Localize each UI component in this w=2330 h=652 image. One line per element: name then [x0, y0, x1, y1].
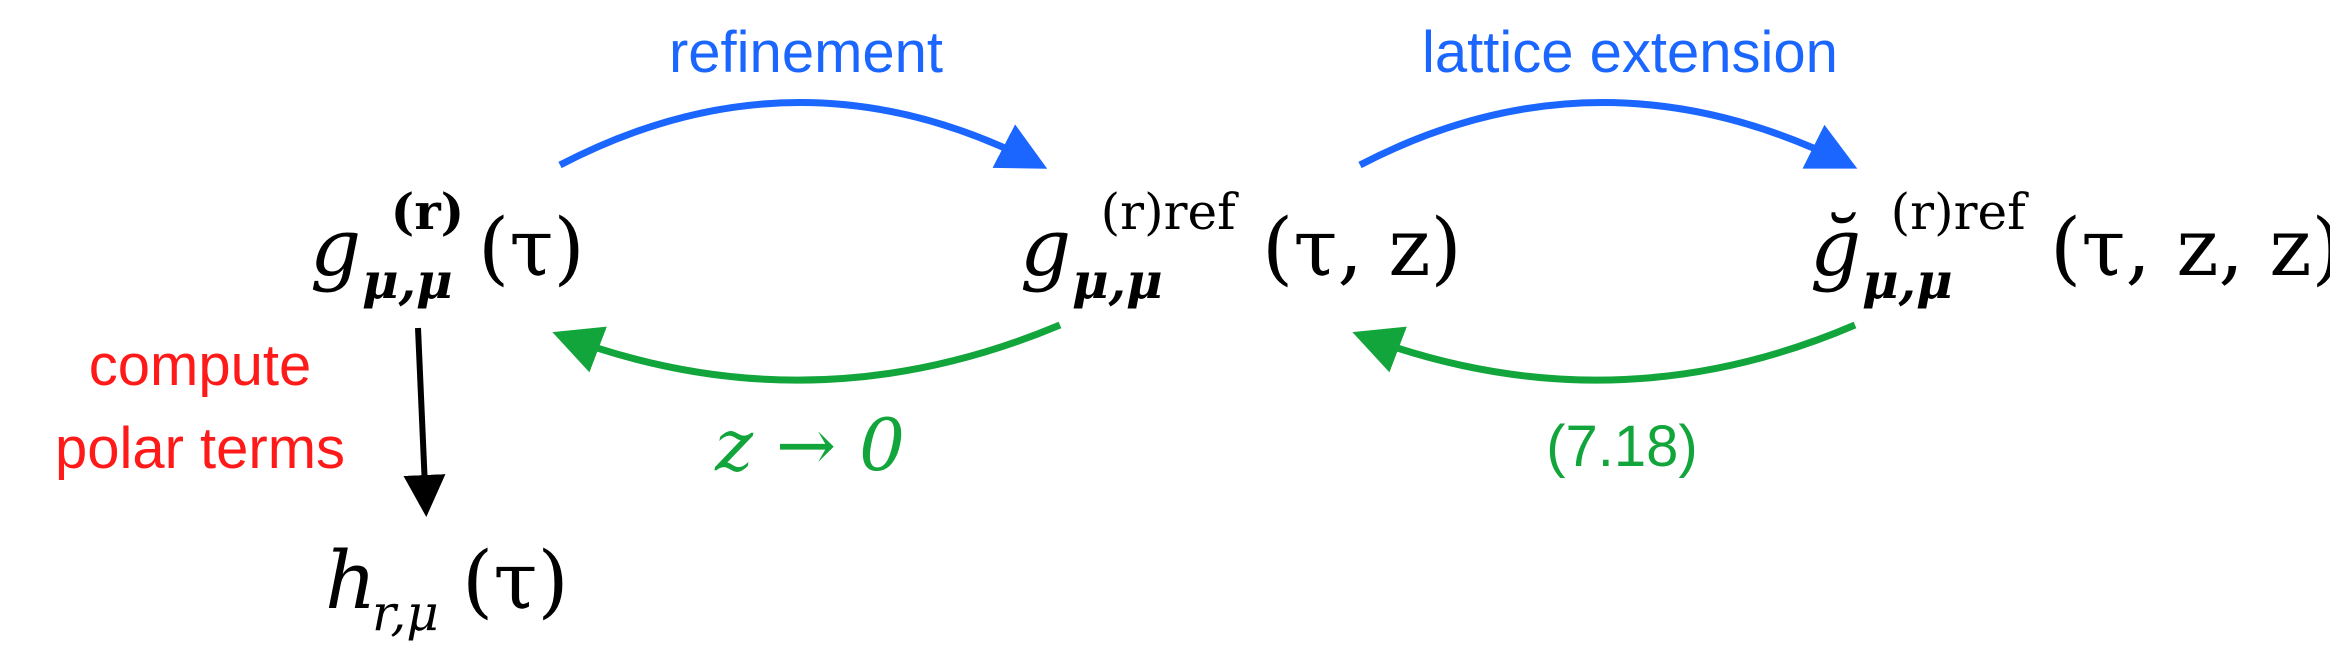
- node-g: g (r) μ,μ (τ): [310, 155, 585, 317]
- node-g-ref-base: g: [1020, 201, 1071, 294]
- z-limit-arrow: [552, 321, 1062, 384]
- node-g-check-sub: μ,μ: [1862, 251, 1953, 310]
- node-g-check-args: (τ, z, z): [2050, 201, 2330, 294]
- eq-7-18-label: (7.18): [1546, 414, 1698, 479]
- lattice-extension-arrow: [1358, 99, 1858, 169]
- node-g-sup: (r): [391, 182, 465, 241]
- node-h-args: (τ): [462, 534, 569, 627]
- node-h-sub: r,μ: [372, 584, 439, 642]
- node-g-check: ğ (r)ref μ,μ (τ, z, z): [1810, 155, 2330, 317]
- node-h-base: h: [325, 534, 377, 627]
- node-g-ref-args: (τ, z): [1262, 201, 1462, 294]
- node-g-ref-sub: μ,μ: [1072, 251, 1163, 310]
- node-g-args: (τ): [478, 201, 585, 294]
- refinement-arrow: [558, 99, 1048, 169]
- node-g-base: g: [310, 201, 361, 294]
- eq-7-18-arrow: [1352, 321, 1857, 384]
- polar-terms-label: polar terms: [55, 416, 345, 481]
- lattice-extension-label: lattice extension: [1422, 20, 1838, 85]
- node-g-ref-sup: (r)ref: [1101, 183, 1239, 241]
- node-g-check-sup: (r)ref: [1891, 183, 2029, 241]
- compute-label: compute: [89, 333, 311, 398]
- refinement-label: refinement: [669, 20, 943, 85]
- z-limit-label: z → 0: [714, 403, 905, 487]
- compute-arrow: [403, 327, 446, 517]
- node-g-check-base: ğ: [1810, 201, 1861, 294]
- node-g-ref: g (r)ref μ,μ (τ, z): [1020, 155, 1462, 317]
- node-g-sub: μ,μ: [362, 251, 453, 310]
- node-h: h r,μ (τ): [325, 534, 569, 649]
